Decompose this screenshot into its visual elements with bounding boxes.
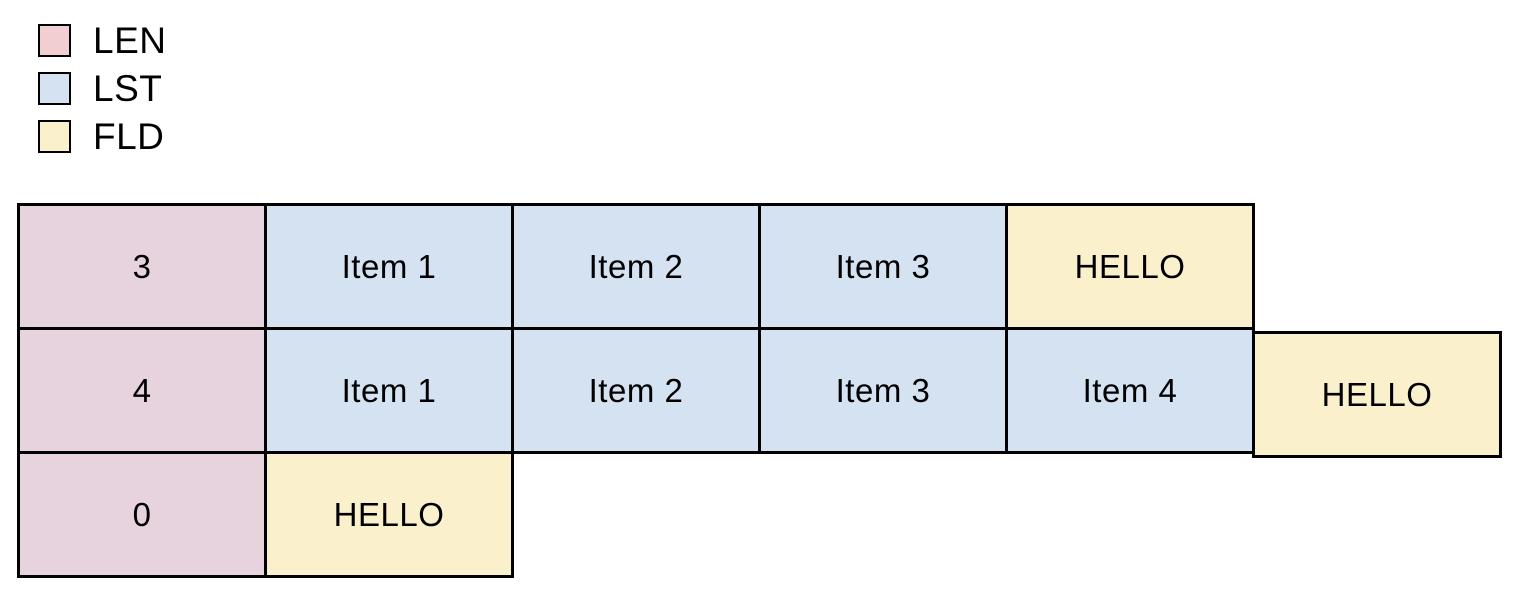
cell-fld: HELLO — [1005, 203, 1255, 330]
legend-item-len: LEN — [38, 20, 167, 61]
legend-label-len: LEN — [93, 20, 167, 61]
cell-len: 4 — [17, 327, 267, 454]
cell-lst: Item 3 — [758, 203, 1008, 330]
cell-lst: Item 1 — [264, 203, 514, 330]
len-color-swatch — [38, 24, 71, 57]
legend-item-lst: LST — [38, 68, 166, 109]
cell-lst: Item 2 — [511, 327, 761, 454]
cell-lst: Item 4 — [1005, 327, 1255, 454]
legend: LEN LST FLD — [38, 20, 167, 167]
cell-lst: Item 1 — [264, 327, 514, 454]
cell-lst: Item 3 — [758, 327, 1008, 454]
lst-color-swatch — [38, 72, 71, 105]
cell-len: 0 — [17, 451, 267, 578]
legend-label-fld: FLD — [93, 116, 165, 157]
cell-fld: HELLO — [1252, 331, 1502, 458]
legend-item-fld: FLD — [38, 116, 166, 157]
cell-len: 3 — [17, 203, 267, 330]
legend-label-lst: LST — [93, 68, 163, 109]
cell-fld: HELLO — [264, 451, 514, 578]
fld-color-swatch — [38, 120, 71, 153]
cell-lst: Item 2 — [511, 203, 761, 330]
